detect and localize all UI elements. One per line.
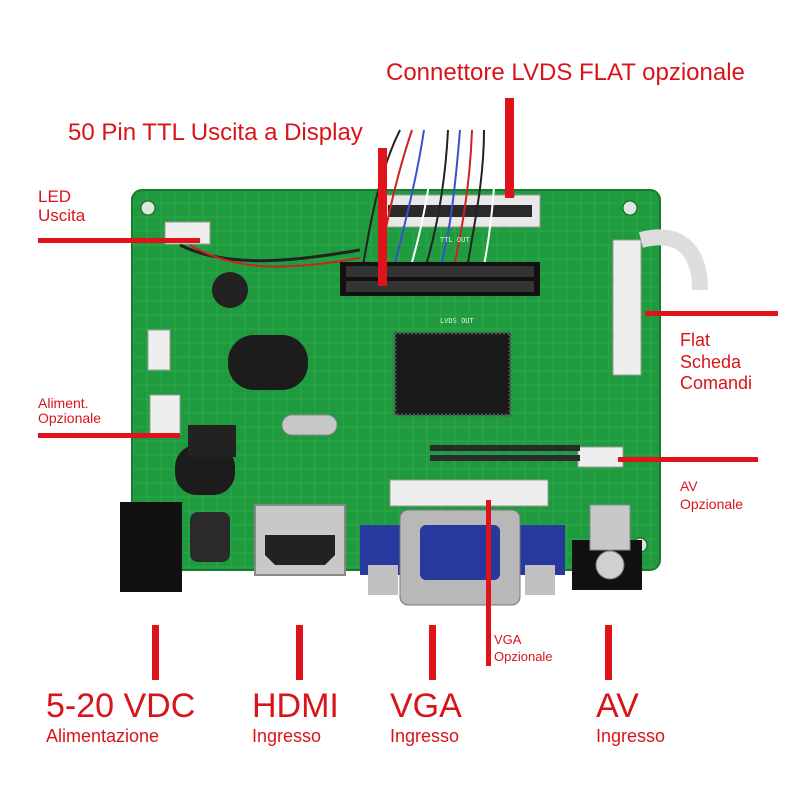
- label-aliment-line1: Aliment.: [38, 395, 89, 411]
- capacitor: [190, 512, 230, 562]
- label-power: 5-20 VDC Alimentazione: [46, 687, 196, 747]
- label-led: LED Uscita: [38, 187, 86, 225]
- keypad-flat-connector: [612, 239, 642, 376]
- capacitor: [212, 272, 248, 308]
- av-optional-connector: [577, 446, 624, 468]
- callout-line-vga-opt: [486, 500, 491, 666]
- label-flat-line3: Comandi: [680, 373, 753, 394]
- label-av-opt-line1: AV: [680, 478, 698, 494]
- callout-line-ttl: [378, 148, 387, 286]
- label-power-sub: Alimentazione: [46, 726, 160, 747]
- inductor: [175, 445, 235, 495]
- label-av-opt-line2: Opzionale: [680, 496, 744, 513]
- label-av-opt: AV Opzionale: [680, 477, 743, 513]
- callout-line-led: [38, 238, 200, 243]
- callout-line-flat: [645, 311, 778, 316]
- mount-hole: [622, 200, 638, 216]
- callout-line-aliment: [38, 433, 180, 438]
- callout-line-power: [152, 625, 159, 680]
- label-av: AV Ingresso: [596, 687, 666, 747]
- label-vga-opt: VGA Opzionale: [494, 632, 553, 666]
- label-vga-sub: Ingresso: [390, 726, 460, 747]
- callout-line-hdmi: [296, 625, 303, 680]
- label-vga: VGA Ingresso: [390, 687, 462, 747]
- label-aliment-line2: Opzionale: [38, 410, 102, 427]
- label-hdmi: HDMI Ingresso: [252, 687, 339, 747]
- main-chip: [393, 331, 512, 417]
- mount-hole: [140, 200, 156, 216]
- label-flat-line2: Scheda: [680, 351, 742, 372]
- label-hdmi-sub: Ingresso: [252, 726, 322, 747]
- callout-line-av-opt: [618, 457, 758, 462]
- label-led-line2: Uscita: [38, 205, 86, 225]
- callout-line-lvds: [505, 98, 514, 198]
- label-vga-opt-line2: Opzionale: [494, 648, 553, 664]
- label-power-main: 5-20 VDC: [46, 687, 196, 725]
- callout-line-av: [605, 625, 612, 680]
- regulator-chip: [188, 425, 236, 457]
- callout-line-vga: [429, 625, 436, 680]
- label-led-line1: LED: [38, 187, 72, 206]
- label-vga-main: VGA: [390, 687, 462, 725]
- ttl-out-silkscreen: TTL OUT: [440, 236, 470, 244]
- label-av-sub: Ingresso: [596, 726, 666, 747]
- dc-jack: [120, 502, 182, 592]
- label-aliment: Aliment. Opzionale: [38, 395, 102, 427]
- label-lvds: Connettore LVDS FLAT opzionale: [386, 59, 745, 86]
- label-ttl: 50 Pin TTL Uscita a Display: [68, 119, 363, 146]
- power-optional-connector: [149, 394, 181, 436]
- lvds-out-silkscreen: LVDS OUT: [440, 317, 475, 325]
- inductor: [228, 335, 308, 390]
- label-vga-opt-line1: VGA: [494, 632, 522, 647]
- label-flat: Flat Scheda Comandi: [680, 330, 752, 395]
- label-av-main: AV: [596, 687, 639, 725]
- crystal: [281, 414, 338, 436]
- label-flat-line1: Flat: [680, 330, 711, 350]
- label-hdmi-main: HDMI: [252, 687, 339, 725]
- vga-optional-connector: [389, 479, 549, 507]
